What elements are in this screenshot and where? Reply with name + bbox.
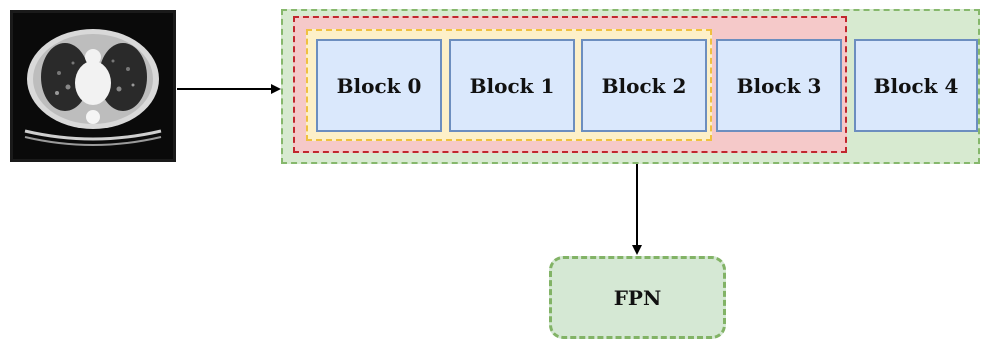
block-2: Block 2	[581, 39, 707, 132]
ct-scan-image	[10, 10, 176, 162]
block-1: Block 1	[449, 39, 575, 132]
ct-scan-icon	[13, 13, 173, 159]
block-3: Block 3	[716, 39, 842, 132]
block-0: Block 0	[316, 39, 442, 132]
fpn-box: FPN	[549, 256, 726, 339]
block-4: Block 4	[854, 39, 978, 132]
